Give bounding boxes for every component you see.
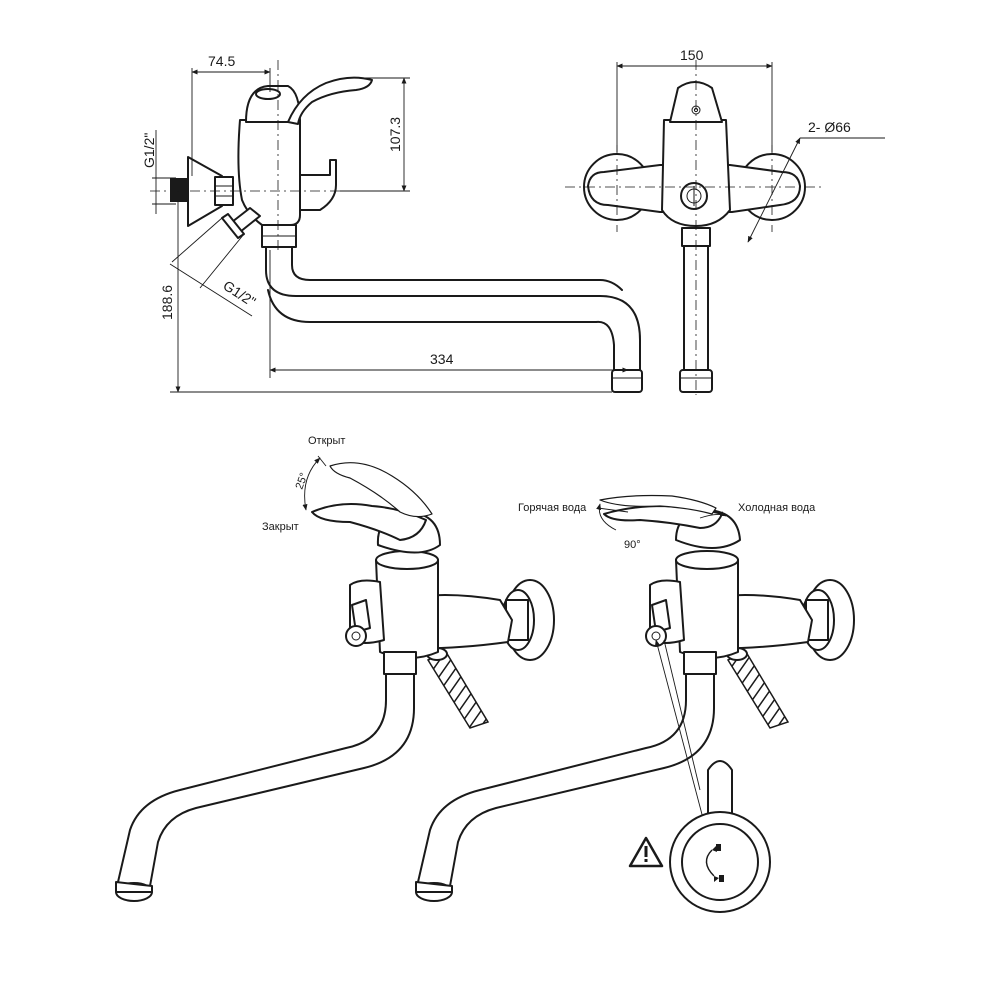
tilt-angle-label: 25° — [294, 471, 311, 491]
diverter-detail — [669, 760, 771, 913]
iso-body-2 — [675, 559, 739, 659]
temperature-view: Горячая вода Холодная вода 90° — [415, 494, 855, 913]
lever-tilt-view: 25° Открыт Закрыт — [115, 435, 555, 902]
hose-thread-label: G1/2" — [220, 277, 258, 310]
rotation-angle-label: 90° — [624, 539, 641, 551]
iso-body — [375, 559, 439, 659]
lever-rotated-ghost — [599, 494, 717, 515]
dim-spout-reach: 334 — [430, 351, 454, 367]
diverter-knob-icon — [705, 844, 724, 882]
hot-water-label: Горячая вода — [518, 502, 587, 514]
lever-closed — [311, 503, 427, 541]
iso-hose-2 — [726, 651, 790, 729]
iso-diverter — [345, 625, 367, 647]
iso-spout-collar — [383, 651, 417, 675]
iso-spout-collar-2 — [683, 651, 717, 675]
dim-body-offset: 74.5 — [208, 53, 235, 69]
lever-open-ghost — [329, 462, 433, 518]
dim-flange-diameter: 2- Ø66 — [808, 119, 851, 135]
side-view: 74.5 107.3 188.6 334 G1/2" G1/2" — [141, 53, 643, 393]
open-label: Открыт — [308, 435, 345, 447]
iso-spout-2 — [417, 673, 687, 883]
front-view: 150 2- Ø66 — [565, 47, 885, 395]
dim-outlet-height: 188.6 — [159, 285, 175, 320]
cold-water-label: Холодная вода — [738, 502, 816, 514]
dim-lever-height: 107.3 — [387, 117, 403, 152]
iso-diverter-2 — [645, 625, 667, 647]
lever-handle — [287, 76, 373, 125]
dim-centers-width: 150 — [680, 47, 704, 63]
diverter-lever — [299, 159, 337, 211]
spout-outer — [265, 246, 641, 373]
closed-label: Закрыт — [262, 521, 299, 533]
iso-hose — [426, 651, 490, 729]
warning-triangle-icon — [628, 836, 664, 868]
aerator — [611, 369, 643, 393]
inlet-thread-label: G1/2" — [141, 133, 157, 168]
iso-spout — [117, 673, 387, 883]
